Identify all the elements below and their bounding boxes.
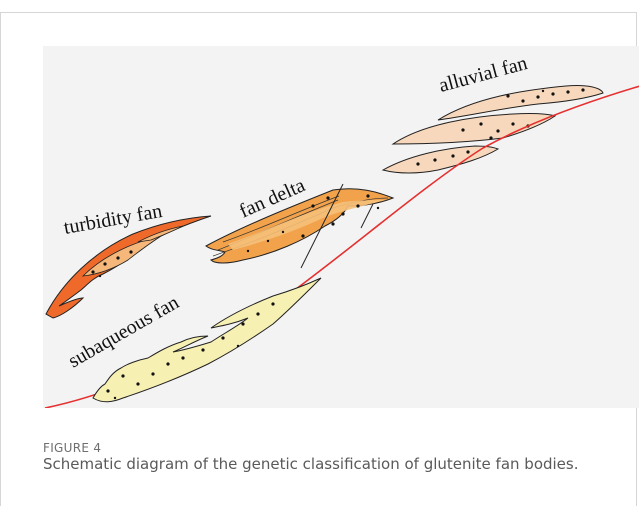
gravel-dot xyxy=(221,336,224,339)
diagram-panel: alluvial fan fan delta turbidity fan sub… xyxy=(43,46,639,408)
gravel-dot xyxy=(461,128,464,131)
gravel-dot xyxy=(114,397,116,399)
gravel-dot xyxy=(551,92,554,95)
gravel-dot xyxy=(256,312,259,315)
gravel-dot xyxy=(282,231,284,233)
gravel-dot xyxy=(366,194,369,197)
gravel-dot xyxy=(536,95,539,98)
gravel-dot xyxy=(521,99,524,102)
fan-body-diagram: alluvial fan fan delta turbidity fan sub… xyxy=(43,46,639,408)
gravel-dot xyxy=(237,345,239,347)
gravel-dot xyxy=(136,382,139,385)
gravel-dot xyxy=(201,348,204,351)
gravel-dot xyxy=(241,322,244,325)
gravel-dot xyxy=(479,122,482,125)
gravel-dot xyxy=(341,212,344,215)
gravel-dot xyxy=(451,154,454,157)
gravel-dot xyxy=(311,204,314,207)
gravel-dot xyxy=(247,250,249,252)
gravel-dot xyxy=(267,240,269,242)
gravel-dot xyxy=(106,389,109,392)
gravel-dot xyxy=(506,94,509,97)
gravel-dot xyxy=(511,122,514,125)
gravel-dot xyxy=(496,129,499,132)
alluvial-fan-bodies xyxy=(383,85,603,173)
gravel-dot xyxy=(542,90,544,92)
gravel-dot xyxy=(103,262,106,265)
gravel-dot xyxy=(271,302,274,305)
gravel-dot xyxy=(466,150,469,153)
gravel-dot xyxy=(91,270,94,273)
gravel-dot xyxy=(301,234,304,237)
gravel-dot xyxy=(166,362,169,365)
gravel-dot xyxy=(121,374,124,377)
gravel-dot xyxy=(581,88,584,91)
gravel-dot xyxy=(416,162,419,165)
gravel-dot xyxy=(356,204,359,207)
gravel-dot xyxy=(99,275,101,277)
fan-delta-fault-line xyxy=(361,204,373,228)
figure-caption: Schematic diagram of the genetic classif… xyxy=(43,455,579,473)
gravel-dot xyxy=(331,222,334,225)
gravel-dot xyxy=(181,356,184,359)
gravel-dot xyxy=(377,207,379,209)
alluvial-lobe-middle xyxy=(393,114,555,144)
label-alluvial-fan: alluvial fan xyxy=(437,52,530,97)
gravel-dot xyxy=(566,90,569,93)
gravel-dot xyxy=(116,256,119,259)
gravel-dot xyxy=(489,136,492,139)
figure-number-label: FIGURE 4 xyxy=(43,441,101,455)
gravel-dot xyxy=(326,196,329,199)
gravel-dot xyxy=(151,372,154,375)
gravel-dot xyxy=(433,158,436,161)
gravel-dot xyxy=(129,250,132,253)
